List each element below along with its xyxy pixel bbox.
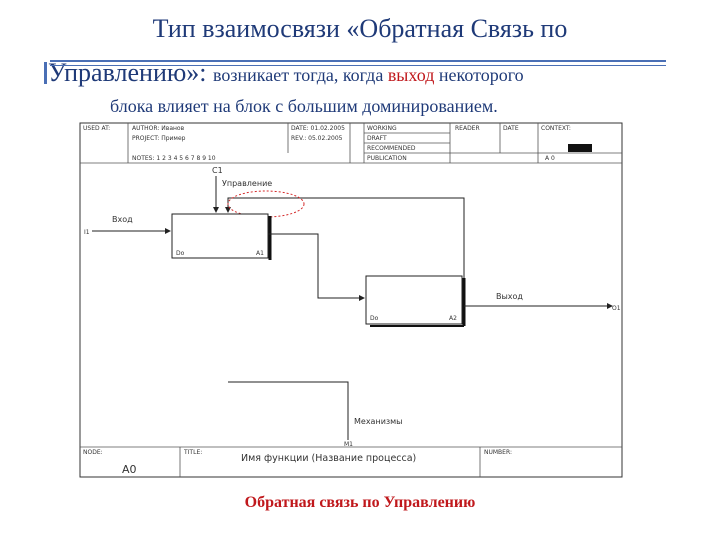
title-accent-bar [44,62,47,84]
control-code: C1 [212,166,223,175]
context-box-filled [568,144,592,152]
input-code: I1 [84,229,90,236]
title-text: возникает тогда, когда [213,65,388,85]
block-2-left-label: Do [370,315,379,322]
header-recommended: RECOMMENDED [367,145,416,152]
slide-title-line-1: Тип взаимосвязи «Обратная Связь по [152,14,568,43]
mechanism-arrow [228,381,349,440]
header-context-node: A 0 [545,155,555,162]
footer-number-label: NUMBER: [484,449,512,456]
mechanism-code: M1 [344,441,353,448]
slide-title-line-3: блока влияет на блок с большим доминиров… [110,96,498,116]
diagram-frame [79,122,623,478]
title-text-end: некоторого [434,65,524,85]
control-label: Управление [222,179,272,188]
header-used-at: USED AT: [83,125,110,132]
block-1-left-label: Do [176,250,185,257]
header-date-2: DATE [503,125,519,132]
slide-title-line-2: Управлению»: возникает тогда, когда выхо… [48,58,524,88]
header-date: DATE: 01.02.2005 [291,125,345,132]
header-reader: READER [455,125,480,132]
title-highlight-output: выход [387,65,435,85]
footer-node-value: A0 [122,463,137,476]
highlight-ellipse [227,190,305,218]
block-2-node: A2 [449,315,457,322]
header-project: PROJECT: Пример [132,135,186,142]
header-draft: DRAFT [367,135,387,142]
slide-caption: Обратная связь по Управлению [244,494,476,511]
header-author: AUTHOR: Иванов [132,125,185,132]
footer-grid [80,446,622,477]
header-rev: REV.: 05.02.2005 [291,135,343,142]
function-block-2 [365,275,463,325]
function-block-1 [171,213,269,259]
header-notes: NOTES: 1 2 3 4 5 6 7 8 9 10 [132,155,216,162]
header-working: WORKING [367,125,397,132]
header-publication: PUBLICATION [367,155,407,162]
header-grid [80,123,622,164]
title-term: Управлению»: [48,58,214,87]
input-label: Вход [112,215,133,224]
footer-node-label: NODE: [83,449,103,456]
title-divider-rule-thin [50,65,666,66]
header-context: CONTEXT: [541,125,571,132]
block-1-node: A1 [256,250,264,257]
mechanism-label: Механизмы [354,417,403,426]
output-code: O1 [612,305,621,312]
block-1-to-block-2-arrow [268,233,365,301]
feedback-control-arrow [225,197,465,288]
footer-title-label: TITLE: [183,449,202,456]
output-label: Выход [496,292,523,301]
footer-title-value: Имя функции (Название процесса) [241,453,416,464]
title-divider-rule [50,60,666,62]
